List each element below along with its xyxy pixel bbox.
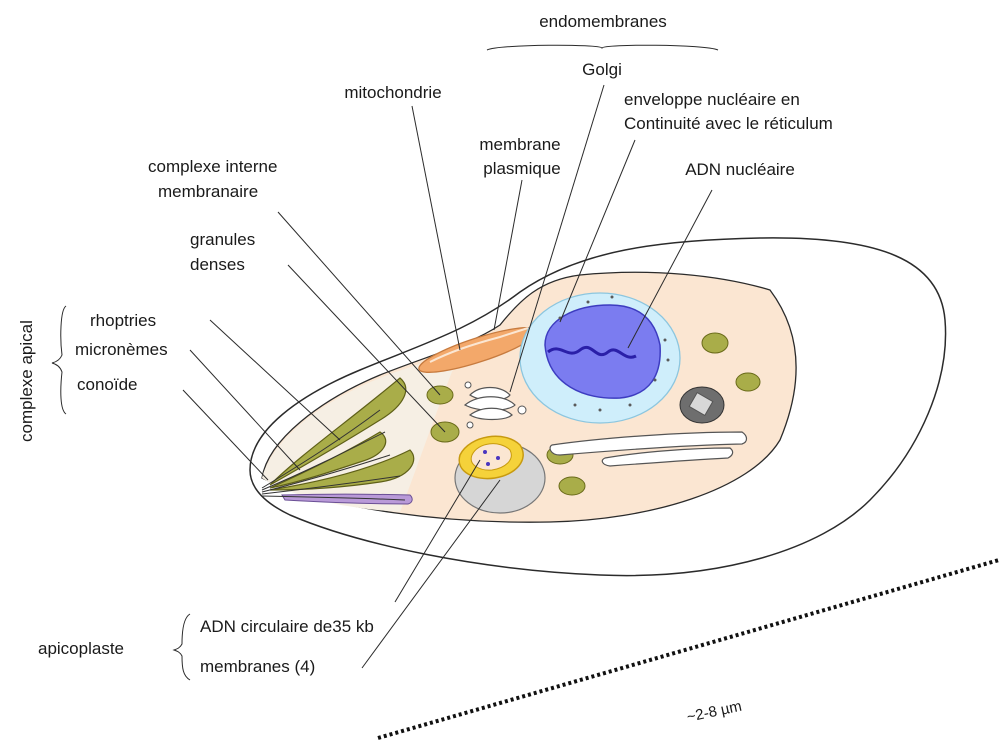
label-rhoptries: rhoptries: [90, 311, 156, 330]
label-complexe-interne-line1: complexe interne: [148, 157, 277, 176]
label-adn-circulaire: ADN circulaire de35 kb: [200, 617, 374, 636]
label-denses: denses: [190, 255, 245, 274]
apicoplaste-bracket: [174, 614, 190, 680]
label-golgi: Golgi: [582, 60, 622, 79]
golgi-vesicle: [465, 382, 471, 388]
label-granules: granules: [190, 230, 255, 249]
golgi-apparatus: [465, 388, 515, 420]
label-scale: ~2-8 µm: [685, 698, 743, 726]
endomembranes-bracket: [487, 45, 718, 50]
golgi-vesicle: [518, 406, 526, 414]
dense-granule: [736, 373, 760, 391]
label-endomembranes: endomembranes: [539, 12, 667, 31]
label-apicoplaste: apicoplaste: [38, 639, 124, 658]
label-micronemes: micronèmes: [75, 340, 168, 359]
label-complexe-interne-line2: membranaire: [158, 182, 258, 201]
label-complexe-apical: complexe apical: [17, 320, 36, 442]
label-mitochondrie: mitochondrie: [344, 83, 441, 102]
label-enveloppe-line1: enveloppe nucléaire en: [624, 90, 800, 109]
label-adn-nucleaire: ADN nucléaire: [685, 160, 795, 179]
golgi-vesicle: [467, 422, 473, 428]
label-membrane-line1: membrane: [479, 135, 560, 154]
label-membranes-4: membranes (4): [200, 657, 315, 676]
complexe-apical-bracket: [52, 306, 66, 414]
label-conoide: conoïde: [77, 375, 138, 394]
dense-granule: [559, 477, 585, 495]
label-membrane-line2: plasmique: [483, 159, 561, 178]
label-enveloppe-line2: Continuité avec le réticulum: [624, 114, 833, 133]
dense-granule: [702, 333, 728, 353]
